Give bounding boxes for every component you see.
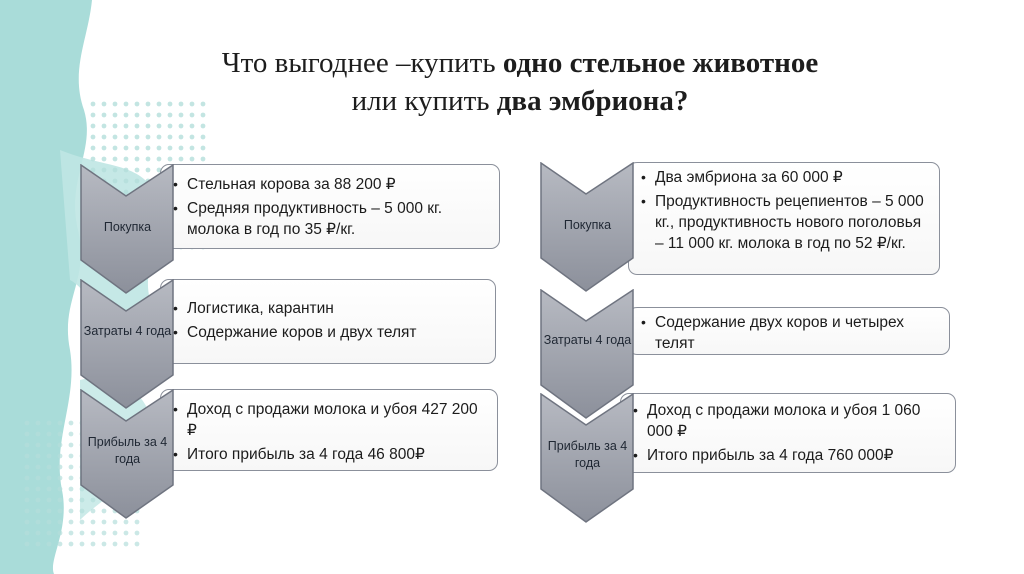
chevron-label: Затраты 4 года [83, 324, 172, 338]
right-costs-box: Содержание двух коров и четырех телят [628, 307, 950, 355]
list-item: Стельная корова за 88 200 ₽ [173, 174, 489, 195]
chevron-shape [80, 164, 174, 294]
chevron-label: Прибыль за 4 года [547, 439, 628, 470]
right-profit-row: Доход с продажи молока и убоя 1 060 000 … [540, 393, 960, 523]
list-item: Содержание коров и двух телят [173, 322, 485, 343]
list-item: Доход с продажи молока и убоя 427 200 ₽ [173, 399, 487, 441]
right-profit-box: Доход с продажи молока и убоя 1 060 000 … [620, 393, 956, 473]
left-purchase-row: Стельная корова за 88 200 ₽ Средняя прод… [80, 164, 500, 294]
left-profit-row: Доход с продажи молока и убоя 427 200 ₽ … [80, 389, 500, 519]
list-item: Два эмбриона за 60 000 ₽ [641, 167, 929, 188]
list-item: Содержание двух коров и четырех телят [641, 312, 939, 354]
chevron-shape [540, 393, 634, 523]
chevron-shape [540, 162, 634, 292]
list-item: Доход с продажи молока и убоя 1 060 000 … [633, 400, 945, 442]
list-item: Логистика, карантин [173, 298, 485, 319]
right-purchase-row: Два эмбриона за 60 000 ₽ Продуктивность … [540, 162, 960, 292]
chevron-shape [80, 279, 174, 409]
chevron-shape [80, 389, 174, 519]
chevron-label: Покупка [103, 220, 152, 234]
right-purchase-box: Два эмбриона за 60 000 ₽ Продуктивность … [628, 162, 940, 275]
list-item: Средняя продуктивность – 5 000 кг. молок… [173, 198, 489, 240]
chevron-label: Прибыль за 4 года [87, 435, 168, 466]
left-profit-box: Доход с продажи молока и убоя 427 200 ₽ … [160, 389, 498, 471]
chevron-label: Покупка [563, 218, 612, 232]
right-costs-row: Содержание двух коров и четырех телят За… [540, 289, 960, 419]
left-costs-box: Логистика, карантин Содержание коров и д… [160, 279, 496, 364]
chevron-shape [540, 289, 634, 419]
chevron-label: Затраты 4 года [543, 333, 632, 347]
list-item: Продуктивность рецепиентов – 5 000 кг., … [641, 191, 929, 254]
slide-title: Что выгоднее –купить одно стельное живот… [221, 47, 819, 117]
list-item: Итого прибыль за 4 года 46 800₽ [173, 444, 487, 465]
left-costs-row: Логистика, карантин Содержание коров и д… [80, 279, 500, 409]
list-item: Итого прибыль за 4 года 760 000₽ [633, 445, 945, 466]
left-purchase-box: Стельная корова за 88 200 ₽ Средняя прод… [160, 164, 500, 249]
